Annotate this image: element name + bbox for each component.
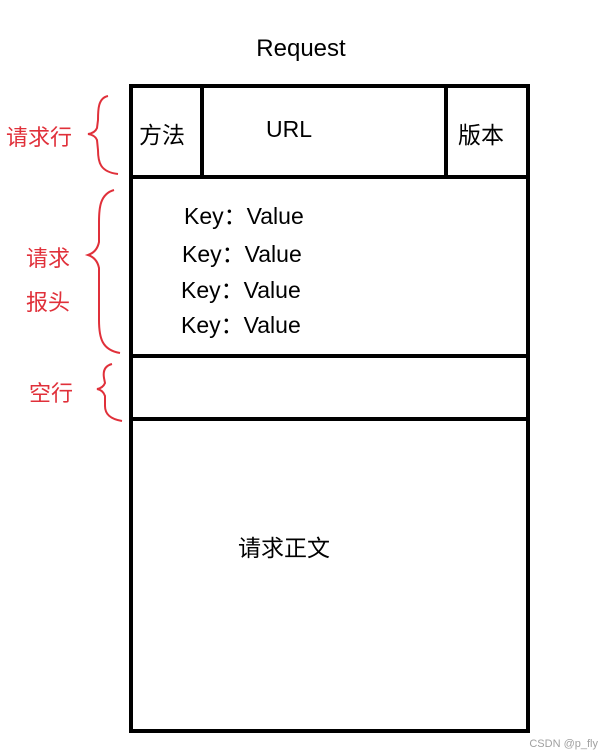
version-cell: 版本 [458, 123, 504, 149]
diagram-title: Request [256, 35, 346, 62]
brace-request-line-icon [87, 95, 119, 175]
label-headers-line2: 报头 [26, 291, 71, 316]
label-request-line: 请求行 [6, 126, 73, 151]
body-text: 请求正文 [238, 536, 330, 562]
header-line: Key：Value [182, 241, 302, 267]
url-cell: URL [266, 116, 313, 142]
watermark: CSDN @p_fly [529, 738, 598, 750]
header-line: Key：Value [181, 312, 301, 338]
brace-headers-icon [84, 189, 121, 354]
header-line: Key：Value [181, 277, 301, 303]
request-outer-box [129, 84, 530, 733]
label-blank-line: 空行 [29, 382, 74, 407]
method-cell: 方法 [139, 123, 185, 149]
label-headers-line1: 请求 [26, 247, 71, 272]
brace-blank-line-icon [96, 363, 123, 422]
header-line: Key：Value [184, 203, 304, 229]
